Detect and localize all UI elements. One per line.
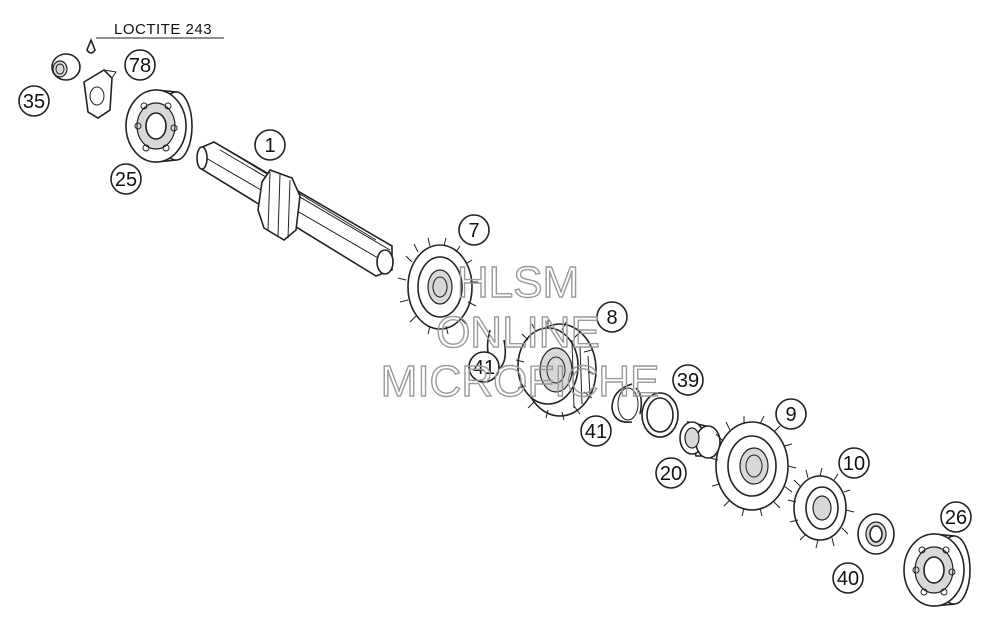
callout-label: 26 [945,507,967,529]
callout-label: 25 [115,169,137,191]
part-gear-10 [787,467,855,549]
part-washer-middle [641,392,679,438]
loctite-note: LOCTITE 243 [96,21,224,39]
part-gear-7 [397,237,478,335]
loctite-note-text: LOCTITE 243 [114,21,212,38]
callout: 26 [940,501,972,533]
part-nut [51,53,81,81]
callout: 7 [458,214,490,246]
callout-label: 78 [129,55,151,77]
part-gear-9 [709,415,797,517]
callout-label: 41 [473,357,495,379]
part-bushing [679,420,721,459]
callout-label: 39 [677,370,699,392]
part-bearing-left [125,89,193,163]
callout: 78 [124,49,156,81]
callout: 39 [672,364,704,396]
callout-label: 7 [468,220,479,242]
watermark: HLSM ONLINE MICROFICHE [380,257,660,406]
callout: 25 [110,163,142,195]
part-gear-8 [515,320,597,421]
callout: 41 [468,351,500,383]
callout-label: 10 [843,453,865,475]
callout-label: 40 [837,568,859,590]
callout: 9 [775,398,807,430]
callout-label: 35 [23,91,45,113]
callout: 41 [580,415,612,447]
callout: 40 [832,562,864,594]
callout-label: 41 [585,421,607,443]
callout-label: 9 [785,404,796,426]
watermark-line-2: ONLINE [436,308,600,357]
callout: 20 [655,457,687,489]
watermark-line-3: MICROFICHE [381,357,660,406]
part-lock-washer [83,68,117,119]
callout: 35 [18,85,50,117]
part-main-shaft [196,141,394,277]
part-bearing-right [903,533,971,607]
callout: 1 [254,129,286,161]
loctite-drop [86,37,96,54]
callout-label: 1 [264,135,275,157]
callout: 10 [838,447,870,479]
callout-label: 20 [660,463,682,485]
part-snap-ring [611,383,643,424]
callout: 8 [596,301,628,333]
watermark-line-1: HLSM [457,258,579,307]
callout-label: 8 [606,307,617,329]
part-thrust-washer [857,513,895,555]
